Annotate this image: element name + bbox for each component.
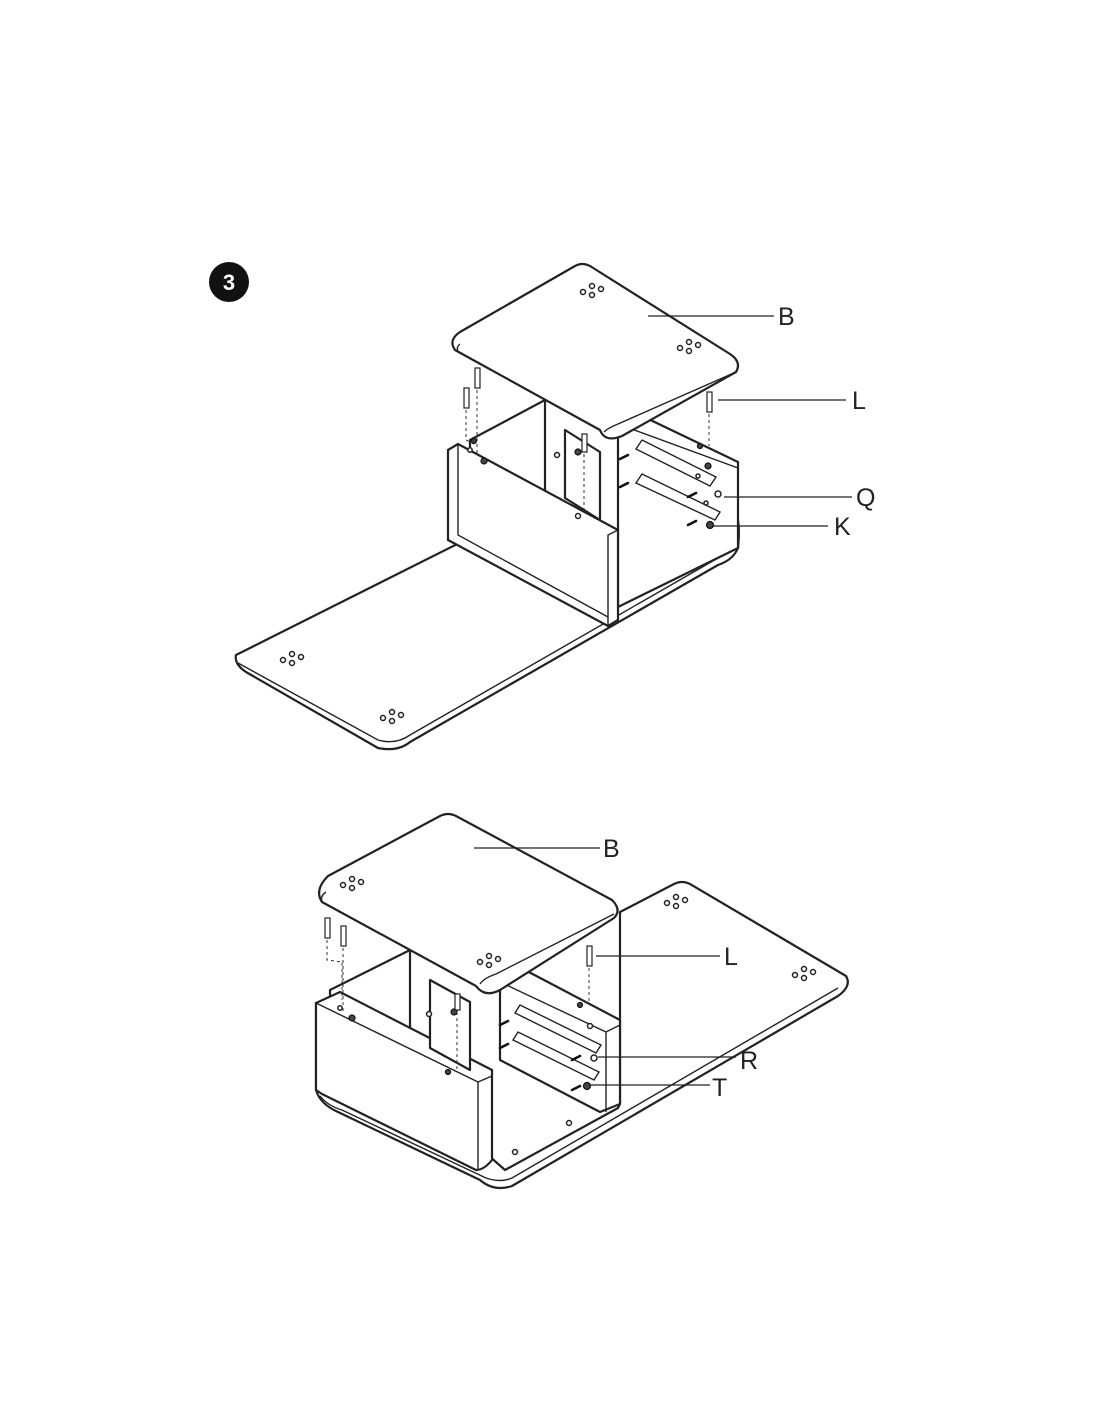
label-q: Q [856,484,875,512]
top-front-panel [446,442,620,628]
bottom-top-board-b [317,812,619,995]
label-r: R [740,1047,758,1075]
label-b-top: B [778,303,795,331]
label-k: K [834,513,851,541]
bottom-right-side-panel [498,968,622,1114]
top-right-side-panel [616,413,740,609]
step-number: 3 [223,270,235,295]
top-assembly: B L Q K [234,262,875,751]
label-t: T [712,1074,727,1102]
top-drawer-slides [618,439,722,530]
label-l-bottom: L [724,943,738,971]
bottom-drawer-slides [498,1004,603,1092]
bottom-left-side-panel [314,990,494,1172]
top-dowels [463,367,713,510]
bottom-bottom-board [314,880,849,1190]
bottom-assembly: B L R T [314,812,849,1190]
label-b-bottom: B [603,835,620,863]
top-board-b [451,262,740,440]
step-badge: 3 [209,262,249,302]
bottom-dowels [324,917,593,1072]
label-l-top: L [852,387,866,415]
